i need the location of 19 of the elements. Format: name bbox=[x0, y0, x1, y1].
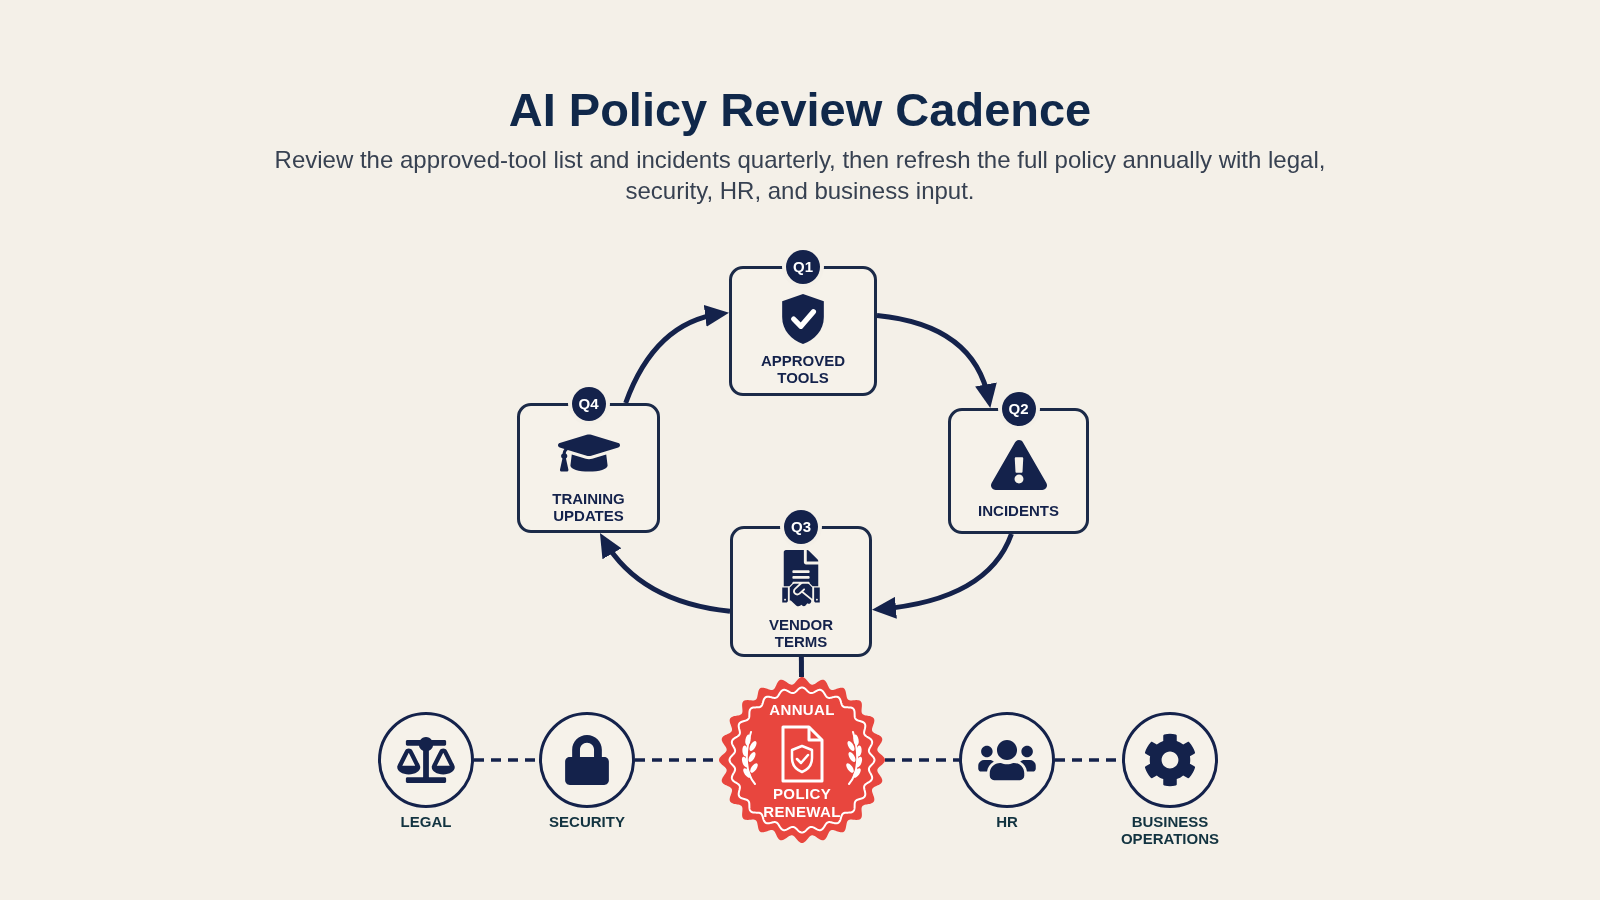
title: AI Policy Review Cadence bbox=[508, 83, 1092, 137]
stakeholder-label: SECURITY bbox=[548, 813, 626, 830]
seal-text: POLICY RENEWAL bbox=[762, 785, 842, 821]
stakeholder-label: BUSINESS OPERATIONS bbox=[1119, 813, 1221, 847]
subtitle: Review the approved-tool list and incidents quarterly, then refresh the full policy annually with legal, security, HR, and business input. bbox=[273, 145, 1327, 206]
dashed-connector bbox=[885, 758, 959, 762]
seal-text: ANNUAL bbox=[769, 701, 835, 718]
card-label: APPROVED TOOLS bbox=[759, 352, 847, 386]
stakeholder-label: LEGAL bbox=[399, 813, 453, 830]
stakeholder-label: HR bbox=[995, 813, 1019, 830]
arrow bbox=[599, 533, 731, 614]
card-label: TRAINING UPDATES bbox=[551, 490, 626, 524]
arrow bbox=[872, 533, 1014, 619]
connector-line bbox=[798, 657, 804, 677]
card-label: INCIDENTS bbox=[977, 501, 1060, 519]
arrow bbox=[623, 305, 729, 404]
renewal-seal bbox=[719, 677, 885, 843]
arrow bbox=[876, 312, 996, 408]
card-label: VENDOR TERMS bbox=[767, 615, 835, 650]
